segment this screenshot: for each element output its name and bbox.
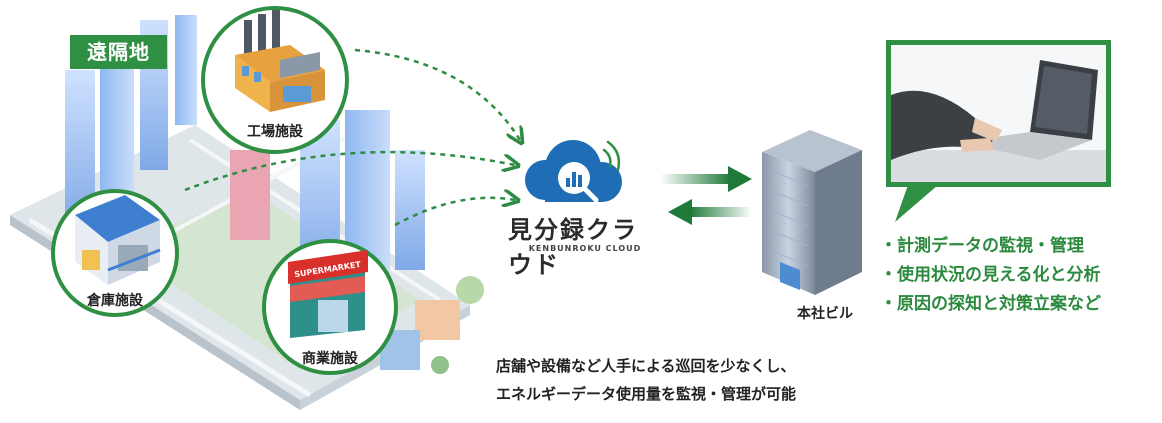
benefit-item: ・使用状況の見える化と分析 [880, 265, 1101, 285]
signal-icon [602, 140, 621, 172]
factory-facility [201, 6, 349, 154]
logo-subtitle: KENBUNROKU CLOUD [528, 244, 642, 253]
commercial-label: 商業施設 [302, 351, 358, 367]
office-monitoring-photo [886, 40, 1111, 222]
caption: 店舗や設備など人手による巡回を少なくし、 エネルギーデータ使用量を監視・管理が可… [496, 352, 956, 408]
benefit-item: ・計測データの監視・管理 [880, 236, 1084, 256]
remote-location-tag: 遠隔地 [70, 35, 167, 69]
warehouse-facility [51, 189, 179, 317]
caption-line: エネルギーデータ使用量を監視・管理が可能 [496, 385, 797, 403]
logo-name: 見分録クラウド [508, 216, 638, 279]
factory-label: 工場施設 [247, 124, 303, 140]
commercial-facility: SUPERMARKET [262, 239, 398, 375]
headquarters-building [762, 130, 862, 295]
bidirectional-arrows [660, 166, 752, 225]
supermarket-icon: SUPERMARKET [288, 250, 368, 338]
kenbunroku-cloud-logo [525, 140, 622, 203]
warehouse-label: 倉庫施設 [87, 293, 143, 309]
factory-icon [235, 10, 325, 112]
benefit-item: ・原因の探知と対策立案など [880, 294, 1101, 314]
data-flow-arrows [184, 48, 520, 227]
cloud-icon [525, 140, 622, 203]
business-person-icon [891, 90, 1002, 160]
warehouse-icon [75, 195, 161, 285]
caption-line: 店舗や設備など人手による巡回を少なくし、 [496, 357, 796, 375]
benefits-list: ・計測データの監視・管理 ・使用状況の見える化と分析 ・原因の探知と対策立案など [880, 232, 1150, 319]
headquarters-label: 本社ビル [797, 306, 853, 322]
